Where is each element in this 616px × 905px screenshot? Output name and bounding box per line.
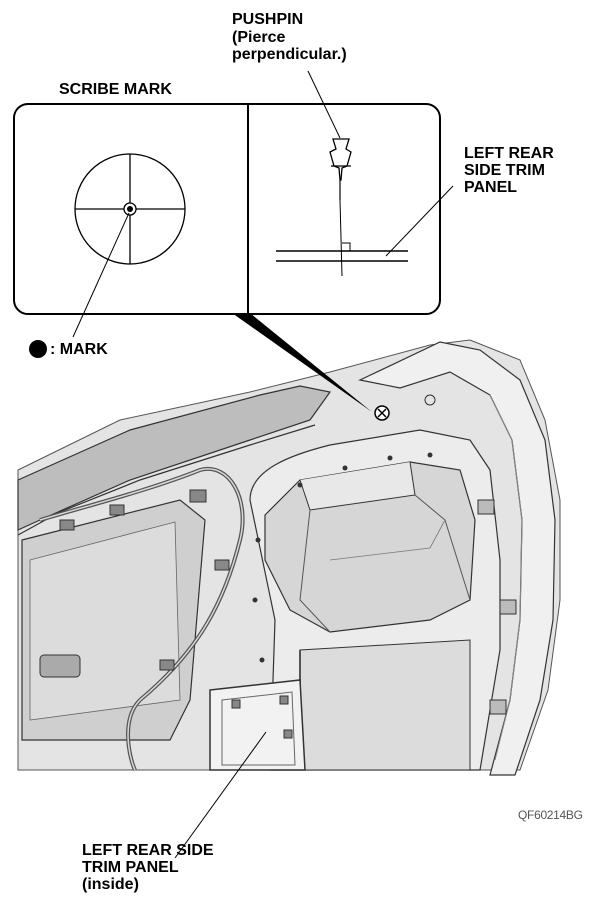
pushpin-icon — [329, 138, 352, 277]
vertical-column — [299, 639, 471, 771]
mark-legend-label: : MARK — [50, 341, 108, 358]
callout-pointer — [232, 305, 372, 412]
inside-leader — [174, 731, 267, 859]
pushpin-title: PUSHPIN — [232, 11, 304, 28]
detail-callout — [13, 70, 454, 412]
panel-inside-label: LEFT REAR SIDE TRIM PANEL (inside) — [82, 842, 214, 893]
right-rim — [358, 341, 556, 776]
panel-leader — [385, 185, 454, 257]
scribe-mark-crosshair — [74, 153, 186, 265]
scribe-mark-label: SCRIBE MARK — [59, 81, 172, 98]
inside-opening — [209, 679, 306, 771]
pushpin-leader — [307, 70, 341, 139]
mark-leader — [72, 212, 130, 338]
figure-code: QF60214BG — [518, 808, 583, 822]
trim-panel-illustration — [17, 339, 561, 776]
panel-section — [276, 242, 408, 262]
upper-rail — [17, 385, 332, 531]
panel-label-right: LEFT REAR SIDE TRIM PANEL — [464, 145, 554, 196]
pushpin-note: (Pierce perpendicular.) — [232, 29, 347, 63]
mark-bullet-icon — [29, 340, 47, 358]
